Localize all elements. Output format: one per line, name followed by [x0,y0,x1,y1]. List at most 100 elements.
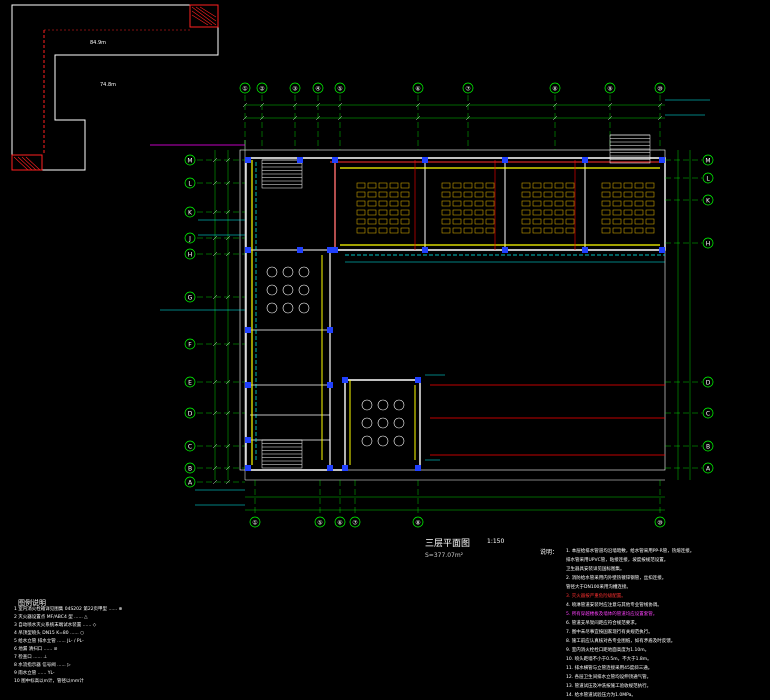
column [245,465,251,471]
desk [612,227,622,234]
desk [565,209,575,216]
desk [634,182,644,189]
grid-label-top: ④ [315,86,320,93]
grid-label-left: E [188,380,192,387]
grid-label-right: L [706,176,710,183]
desk [389,200,399,207]
desk [400,191,410,198]
legend-note-line: 2 灭火器设置点 MF/ABC4 型 ...... △ [14,615,88,620]
column [342,377,348,383]
desk [532,218,542,225]
desk [565,182,575,189]
grid-label-bottom: ⑩ [657,520,662,527]
grid-label-left: M [187,158,192,165]
grid-bubble-right [702,440,714,452]
desk [378,200,388,207]
grid-bubble-right [702,194,714,206]
desk [645,209,655,216]
desk [543,200,553,207]
pipe-network [150,144,665,465]
desk [378,218,388,225]
desk [532,209,542,216]
column [245,327,251,333]
desk [474,182,484,189]
desk [554,218,564,225]
desk [532,182,542,189]
grid-label-top: ② [259,86,265,93]
general-note-line: 2. 消防给水管采用内外壁热镀锌钢管，丝扣连接。 [566,576,667,581]
desk [623,218,633,225]
desk [565,200,575,207]
round-table [361,399,373,411]
grid-label-left: L [188,181,192,188]
grid-bubble-bottom [314,516,326,528]
grid-label-left: B [188,466,192,473]
desk [645,218,655,225]
grid-label-top: ⑧ [552,86,557,93]
round-table [298,302,310,314]
round-table [282,284,294,296]
desk [441,218,451,225]
desk [389,182,399,189]
annotations [160,99,710,506]
desk [389,227,399,234]
desk [543,209,553,216]
grid-bubble-top [256,82,268,94]
grid-label-right: M [705,158,710,165]
legend-note-line: 9 雨水立管 ...... YL- [14,671,55,676]
column [327,465,333,471]
desk [485,191,495,198]
desk [565,218,575,225]
grid-bubble-bottom [412,516,424,528]
grid-bubble-bottom [349,516,361,528]
column [582,247,588,253]
legend-notes: 1 室内消火栓箱详见图集 04S202 第22页甲型 ...... ⊕2 灭火器… [14,606,264,686]
desk [367,182,377,189]
general-note-line: 管径大于DN100采用沟槽连接。 [566,585,631,590]
grid-bubble-bottom [334,516,346,528]
desk [485,200,495,207]
desk [521,227,531,234]
grid-label-bottom: ⑥ [337,520,342,527]
desk [601,218,611,225]
desk [554,191,564,198]
grid-label-top: ③ [292,86,297,93]
desk [623,182,633,189]
desk [452,218,462,225]
legend-note-line: 6 地漏 清扫口 ...... ⊘ [14,647,58,652]
desk [474,191,484,198]
desk [400,209,410,216]
column [659,157,665,163]
stairs [261,134,651,469]
desk [554,227,564,234]
desk [532,200,542,207]
desk [378,209,388,216]
grid-bubble-bottom [249,516,261,528]
desk [521,209,531,216]
desk [400,200,410,207]
round-table [298,284,310,296]
general-note-line: 7. 图中未尽事宜按国家现行有关规范执行。 [566,630,653,635]
grid-bubble-right [702,172,714,184]
general-note-line: 5. 所有穿越楼板及墙体的管道均应设置套管。 [566,612,658,617]
desk [378,227,388,234]
legend-note-line: 7 检查口 ...... ⊥ [14,655,48,660]
round-table [393,435,405,447]
desk [463,182,473,189]
grid-label-bottom: ① [252,520,257,527]
grid-label-right: C [706,411,710,418]
column [342,465,348,471]
grid-bubble-left [184,206,196,218]
grid-label-left: A [188,480,193,487]
column [332,157,338,163]
grid-label-left: J [188,236,191,243]
desk [521,182,531,189]
desk [532,227,542,234]
desk [356,227,366,234]
column [327,382,333,388]
columns [245,157,665,471]
desk [612,182,622,189]
desk [474,209,484,216]
